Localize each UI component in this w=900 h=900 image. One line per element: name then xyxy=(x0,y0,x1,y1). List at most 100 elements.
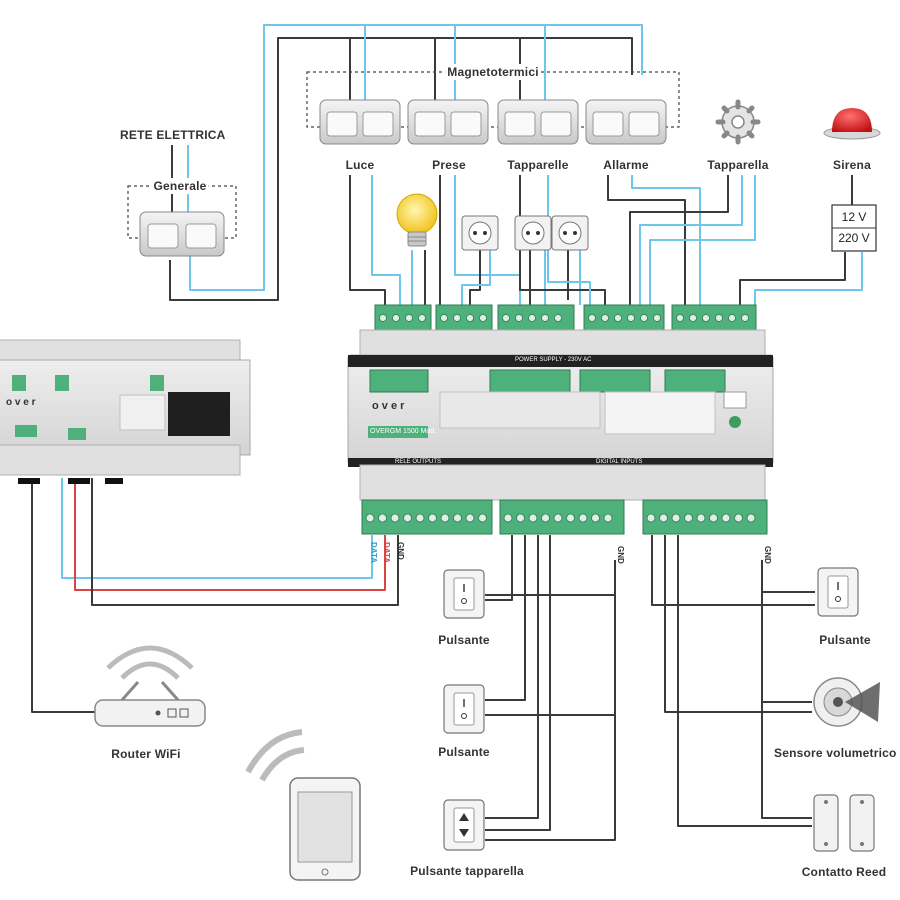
terminal-screw xyxy=(676,314,684,322)
terminal-screw xyxy=(646,513,656,523)
input-wire-1 xyxy=(485,535,513,601)
terminal-screw xyxy=(466,314,474,322)
controller-module xyxy=(0,339,251,484)
inputs-gnd-label-left: GND xyxy=(616,546,625,564)
input-wire-7 xyxy=(677,535,812,827)
motion-sensor-icon xyxy=(813,677,880,727)
bus-data-label-b: DATA xyxy=(382,542,391,564)
terminal-screw xyxy=(689,314,697,322)
module-model: OVERGM 1500 Mod. xyxy=(370,428,437,435)
terminal-screw xyxy=(379,314,387,322)
terminal-screw xyxy=(554,314,562,322)
terminal-screw xyxy=(390,513,400,523)
terminal-screw xyxy=(428,513,437,523)
module-bottom-left-strip: RELE OUTPUTS xyxy=(395,459,442,465)
terminal-screw xyxy=(734,513,743,523)
input-wire-3 xyxy=(485,535,539,819)
pulsante-1-label: Pulsante xyxy=(436,632,492,648)
inputs-gnd-label-right: GND xyxy=(763,546,772,564)
pulsante-2-label: Pulsante xyxy=(436,744,492,760)
allarme-wire xyxy=(607,175,686,305)
contatto-reed-label: Contatto Reed xyxy=(799,864,889,880)
terminal-screw xyxy=(465,513,475,523)
breaker-tapparelle xyxy=(497,99,579,145)
terminal-screw xyxy=(378,513,387,523)
breaker-feed-wires-blue xyxy=(364,25,546,100)
terminal-screw xyxy=(516,513,525,523)
module-bottom-right-strip: DIGITAL INPUTS xyxy=(596,459,643,465)
terminal-screw xyxy=(746,513,756,523)
pulsante-3-icon xyxy=(817,567,859,617)
terminal-screw xyxy=(721,513,731,523)
terminal-screw xyxy=(403,513,412,523)
bus-gnd-label: GND xyxy=(396,542,405,560)
input-wire-4 xyxy=(485,535,551,831)
terminal-screw xyxy=(405,314,413,322)
generale-label: Generale xyxy=(151,178,209,194)
luce-label: Luce xyxy=(343,157,377,173)
module-header-strip: POWER SUPPLY - 230V AC xyxy=(515,357,592,363)
terminal-screw xyxy=(702,314,710,322)
terminal-screw xyxy=(503,513,513,523)
psu-out-wire xyxy=(739,252,846,305)
reed-contact-icon xyxy=(813,794,875,852)
breaker-luce xyxy=(319,99,401,145)
socket-icon-3 xyxy=(551,215,589,251)
terminal-screw xyxy=(603,513,613,523)
allarme-wire-blue xyxy=(631,175,701,305)
terminal-screw xyxy=(479,314,487,322)
terminal-screw xyxy=(653,314,661,322)
tapparella-motor-wires-blue xyxy=(639,175,756,305)
bus-wire-red xyxy=(74,478,386,591)
pulsante-tapparella-label: Pulsante tapparella xyxy=(408,863,526,879)
module-brand: o v e r xyxy=(372,400,405,412)
terminal-screw xyxy=(453,513,462,523)
rete-elettrica-label: RETE ELETTRICA xyxy=(118,127,228,143)
socket-icon-2 xyxy=(514,215,552,251)
top-terminal-blocks xyxy=(374,304,757,332)
siren-icon xyxy=(823,108,881,140)
din-module xyxy=(347,304,774,535)
socket-wires xyxy=(469,248,569,305)
pulsante-3-label: Pulsante xyxy=(817,632,873,648)
terminal-screw xyxy=(528,314,536,322)
magnetotermici-label: Magnetotermici xyxy=(445,64,541,80)
socket-icon-1 xyxy=(461,215,499,251)
terminal-screw xyxy=(591,513,600,523)
terminal-screw xyxy=(478,513,487,523)
terminal-screw xyxy=(392,314,400,322)
terminal-screw xyxy=(453,314,461,322)
gear-icon xyxy=(715,99,761,145)
pulsante-1-icon xyxy=(443,569,485,619)
terminal-screw xyxy=(659,513,668,523)
luce-wire-blue xyxy=(371,175,401,305)
input-wire-6 xyxy=(664,535,812,713)
input-wire-5 xyxy=(651,535,815,606)
terminal-screw xyxy=(440,314,448,322)
terminal-screw xyxy=(528,513,538,523)
wires xyxy=(31,24,863,841)
terminal-screw xyxy=(709,513,718,523)
router-wire xyxy=(31,478,95,713)
router-icon xyxy=(94,645,206,727)
terminal-screw xyxy=(696,513,706,523)
smartphone-icon xyxy=(245,729,361,881)
allarme-label: Allarme xyxy=(601,157,651,173)
tapparella-motor-wires xyxy=(629,175,729,305)
mains-wire-dark xyxy=(169,37,633,301)
light-bulb-icon xyxy=(396,193,438,247)
terminal-screw xyxy=(553,513,563,523)
terminal-screw xyxy=(578,513,588,523)
breaker-generale xyxy=(139,211,225,257)
terminal-screw xyxy=(440,513,450,523)
terminal-screw xyxy=(588,314,596,322)
terminal-screw xyxy=(640,314,648,322)
router-wifi-label: Router WiFi xyxy=(109,746,183,762)
tapparelle-label: Tapparelle xyxy=(505,157,571,173)
tapparella-label: Tapparella xyxy=(705,157,771,173)
terminal-screw xyxy=(415,513,425,523)
sirena-label: Sirena xyxy=(831,157,873,173)
terminal-screw xyxy=(715,314,723,322)
bus-data-label-a: DATA xyxy=(369,542,378,564)
